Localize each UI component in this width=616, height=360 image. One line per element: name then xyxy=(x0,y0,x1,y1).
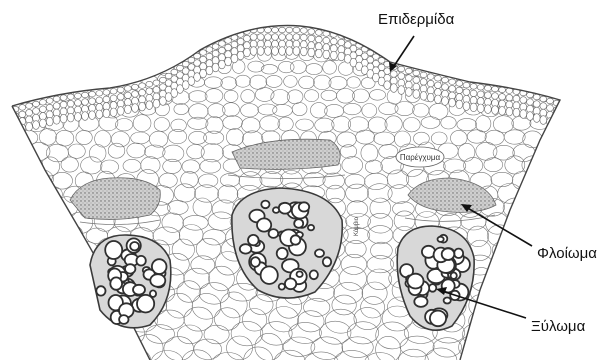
cambium-label: Κάμβιο xyxy=(353,216,360,236)
phloem-label: Φλοίωμα xyxy=(537,245,597,262)
xylem-label: Ξύλωμα xyxy=(531,318,586,335)
epidermis-label: Επιδερμίδα xyxy=(378,11,455,28)
parenchyma-label: Παρέγχυμα xyxy=(400,153,441,162)
parenchyma-label-group: Παρέγχυμα xyxy=(396,147,444,167)
